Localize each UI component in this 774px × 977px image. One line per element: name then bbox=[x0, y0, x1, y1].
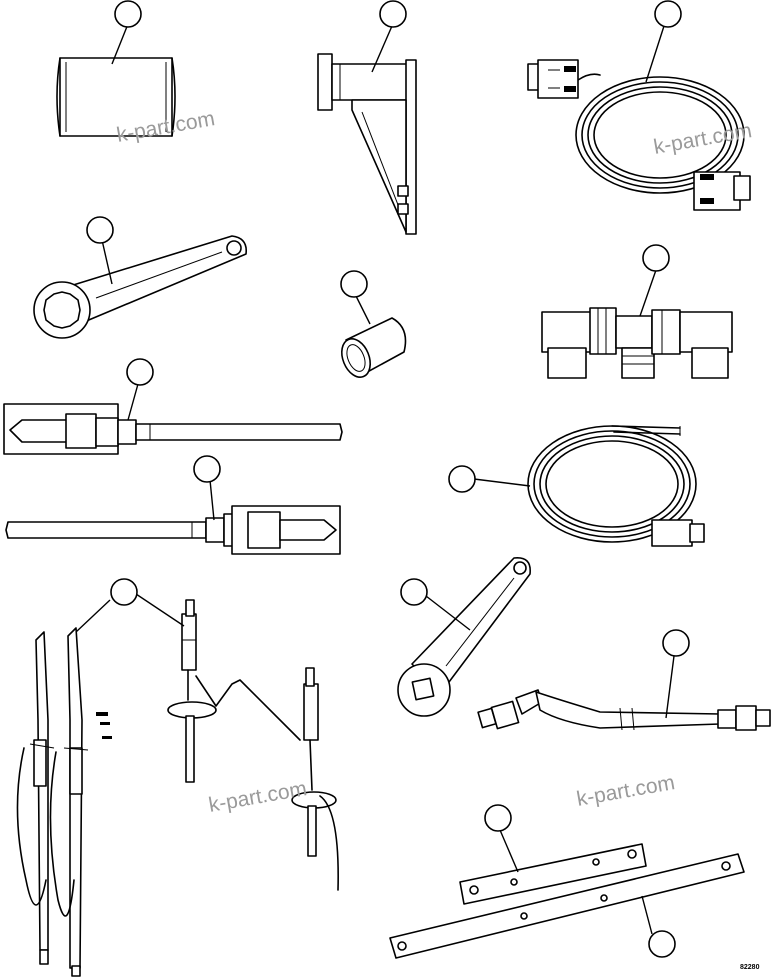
bushing-icon bbox=[340, 270, 407, 378]
callout-circle bbox=[114, 0, 142, 28]
callout-circle bbox=[484, 804, 512, 832]
straight-bars-icon bbox=[389, 804, 745, 959]
watermark-2: k-part.com bbox=[652, 119, 754, 159]
bracket-fixture-icon bbox=[317, 0, 417, 235]
callout-circle bbox=[193, 455, 221, 483]
callout-circle bbox=[86, 216, 114, 244]
drawing-ref-number: 82280 bbox=[740, 964, 760, 971]
puller-tool-lower-icon bbox=[5, 455, 341, 555]
coiled-cable-icon bbox=[448, 425, 705, 547]
hose-assembly-icon bbox=[477, 629, 771, 731]
callout-circle bbox=[654, 0, 682, 28]
tee-fitting-adapter-icon bbox=[541, 244, 733, 379]
callout-circle bbox=[400, 578, 428, 606]
watermark-3: k-part.com bbox=[207, 777, 309, 817]
square-drive-wrench-icon bbox=[397, 557, 531, 717]
probe-assembly-icon bbox=[16, 578, 339, 977]
callout-circle bbox=[448, 465, 476, 493]
callout-circle bbox=[110, 578, 138, 606]
callout-circle bbox=[642, 244, 670, 272]
callout-circle bbox=[379, 0, 407, 28]
coiled-cable-with-connectors-icon bbox=[527, 0, 751, 211]
callout-circle bbox=[648, 930, 676, 958]
sleeve-tool-icon bbox=[56, 0, 176, 137]
puller-tool-upper-icon bbox=[3, 358, 343, 455]
callout-circle bbox=[662, 629, 690, 657]
callout-circle bbox=[340, 270, 368, 298]
watermark-4: k-part.com bbox=[575, 771, 677, 811]
box-end-wrench-icon bbox=[33, 216, 248, 339]
callout-circle bbox=[126, 358, 154, 386]
